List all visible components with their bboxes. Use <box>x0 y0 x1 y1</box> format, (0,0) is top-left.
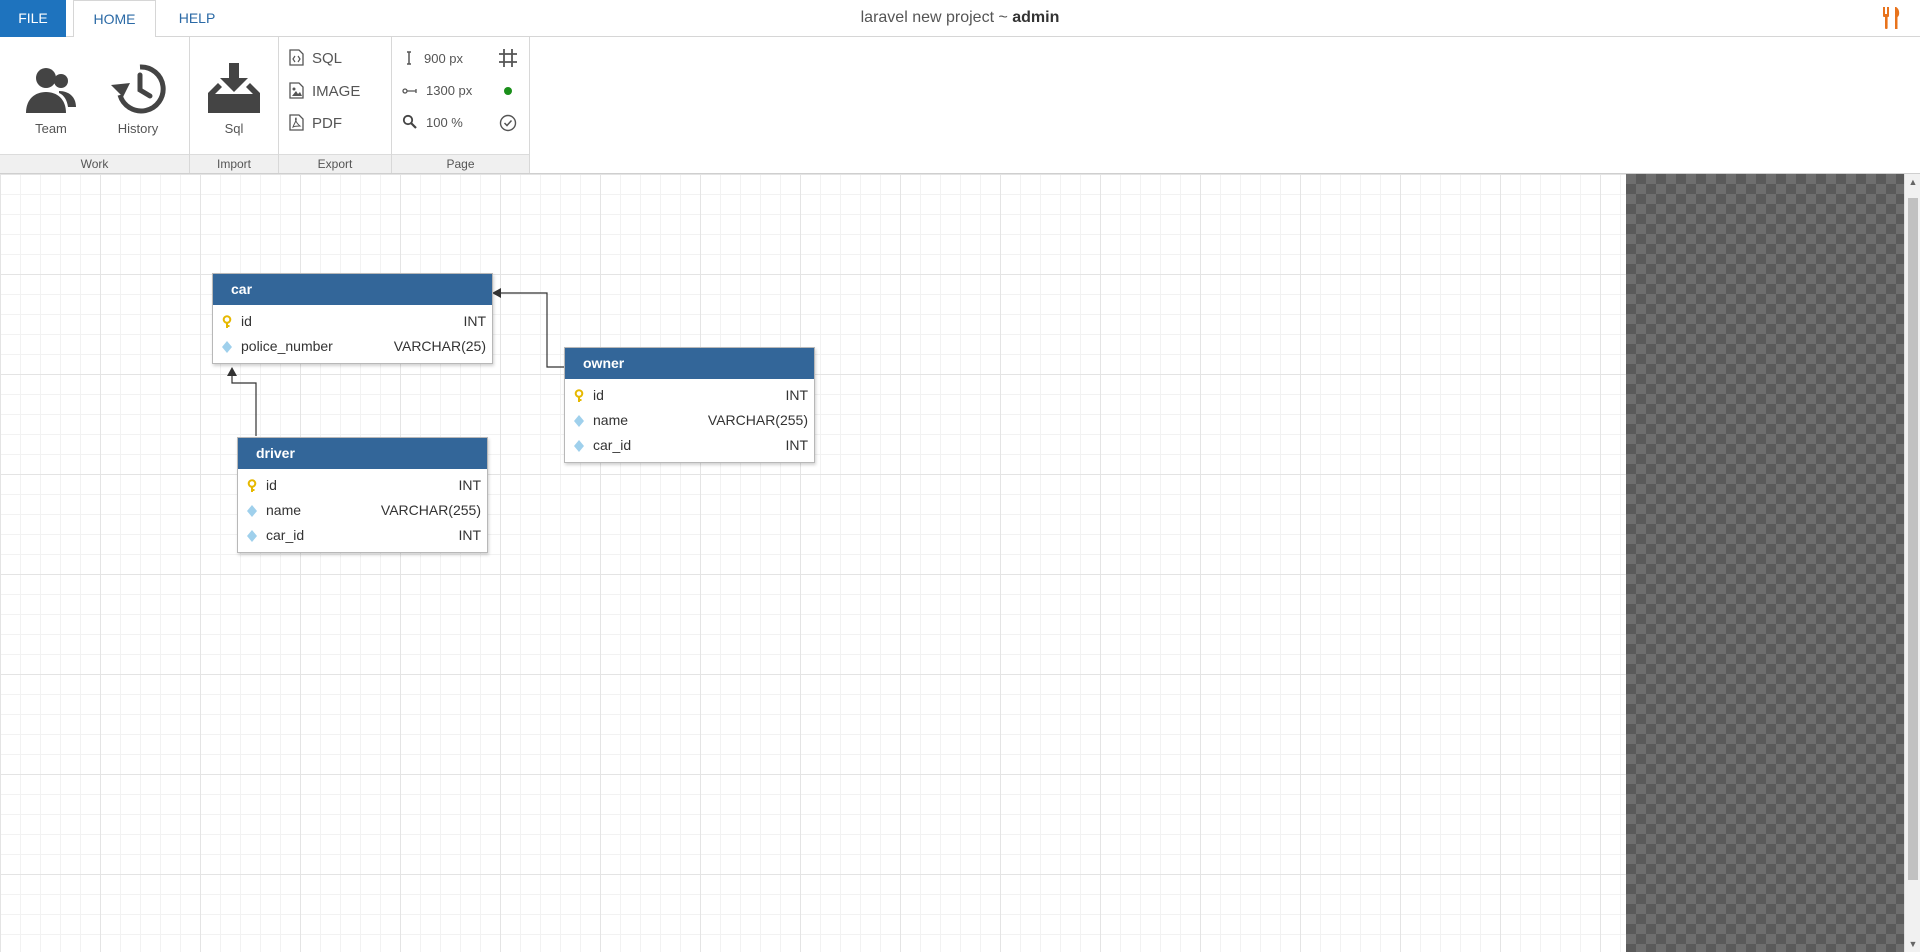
table-row[interactable]: police_number VARCHAR(25) <box>213 334 492 359</box>
vertical-scrollbar[interactable]: ▲ ▼ <box>1904 174 1920 952</box>
zoom-value: 100 % <box>426 115 463 130</box>
green-dot-icon[interactable] <box>497 80 519 102</box>
column-type: VARCHAR(25) <box>393 338 486 354</box>
team-button[interactable]: Team <box>11 61 91 136</box>
file-tab[interactable]: FILE <box>0 0 66 37</box>
title-separator: ~ <box>994 9 1013 26</box>
export-image-button[interactable]: IMAGE <box>289 80 360 104</box>
height-icon <box>407 51 411 65</box>
table-row[interactable]: name VARCHAR(255) <box>238 498 487 523</box>
check-circle-icon[interactable] <box>497 112 519 134</box>
window-title: laravel new project ~ admin <box>0 0 1920 37</box>
zoom-field[interactable]: 100 % <box>402 112 463 134</box>
link-owner-car <box>496 292 564 368</box>
ribbon-toolbar: Team History Work Sql Import <box>0 37 1920 174</box>
scrollbar-thumb[interactable] <box>1908 198 1918 880</box>
link-driver-car <box>231 372 257 436</box>
export-sql-button[interactable]: SQL <box>289 47 342 71</box>
table-row[interactable]: name VARCHAR(255) <box>565 408 814 433</box>
column-name: id <box>593 387 604 403</box>
file-code-icon <box>289 49 304 66</box>
table-row[interactable]: id INT <box>565 383 814 408</box>
title-bar: FILE HOME HELP laravel new project ~ adm… <box>0 0 1920 38</box>
diagram-canvas[interactable]: car id INT police_number VARCHAR(25) own… <box>0 174 1626 952</box>
tray-download-icon <box>208 63 260 113</box>
export-sql-label: SQL <box>312 50 343 67</box>
sql-import-label: Sql <box>224 121 244 136</box>
ribbon-group-export: SQL IMAGE PDF Export <box>279 37 392 173</box>
export-image-label: IMAGE <box>312 83 361 100</box>
team-icon <box>26 68 76 113</box>
key-icon <box>574 389 584 402</box>
group-label-work: Work <box>0 154 189 173</box>
page-width-value: 1300 px <box>426 83 473 98</box>
group-label-page: Page <box>392 154 529 173</box>
page-height-value: 900 px <box>424 51 464 66</box>
column-name: name <box>266 502 302 518</box>
group-label-import: Import <box>190 154 278 173</box>
table-row[interactable]: id INT <box>213 309 492 334</box>
key-icon <box>222 315 232 328</box>
file-image-icon <box>289 82 304 99</box>
column-type: INT <box>785 437 808 453</box>
diamond-icon <box>247 505 257 517</box>
page-height-field[interactable]: 900 px <box>402 48 463 70</box>
table-owner-header[interactable]: owner <box>565 348 814 379</box>
link-driver-car-arrow <box>227 367 237 376</box>
fork-knife-icon[interactable] <box>1878 5 1904 31</box>
scroll-down-arrow[interactable]: ▼ <box>1908 939 1918 949</box>
export-pdf-button[interactable]: PDF <box>289 112 342 136</box>
column-type: INT <box>463 313 486 329</box>
column-type: INT <box>458 527 481 543</box>
column-type: VARCHAR(255) <box>707 412 808 428</box>
off-page-area <box>1626 174 1904 952</box>
diamond-icon <box>222 341 232 353</box>
table-row[interactable]: id INT <box>238 473 487 498</box>
scroll-up-arrow[interactable]: ▲ <box>1908 177 1918 187</box>
column-name: id <box>266 477 277 493</box>
column-type: VARCHAR(255) <box>380 502 481 518</box>
column-type: INT <box>458 477 481 493</box>
tab-home[interactable]: HOME <box>73 0 156 38</box>
sql-import-button[interactable]: Sql <box>194 61 274 136</box>
table-driver[interactable]: driver id INT name VARCHAR(255) <box>237 437 488 553</box>
history-label: History <box>117 121 159 136</box>
table-row[interactable]: car_id INT <box>238 523 487 548</box>
table-owner[interactable]: owner id INT name VARCHAR(255) <box>564 347 815 463</box>
diamond-icon <box>247 530 257 542</box>
ribbon-group-work: Team History Work <box>0 37 190 173</box>
column-name: name <box>593 412 629 428</box>
grid-icon[interactable] <box>497 47 519 69</box>
diamond-icon <box>574 440 584 452</box>
table-row[interactable]: car_id INT <box>565 433 814 458</box>
magnifier-icon <box>402 114 417 129</box>
ribbon-group-import: Sql Import <box>190 37 279 173</box>
table-car[interactable]: car id INT police_number VARCHAR(25) <box>212 273 493 364</box>
column-type: INT <box>785 387 808 403</box>
column-name: car_id <box>593 437 632 453</box>
file-pdf-icon <box>289 114 304 131</box>
diamond-icon <box>574 415 584 427</box>
history-button[interactable]: History <box>98 61 178 136</box>
column-name: car_id <box>266 527 305 543</box>
column-name: id <box>241 313 252 329</box>
tab-help[interactable]: HELP <box>178 10 216 26</box>
ribbon-group-page: 900 px 1300 px 100 % Page <box>392 37 530 173</box>
width-icon <box>402 88 417 94</box>
history-icon <box>111 64 166 114</box>
export-pdf-label: PDF <box>312 115 342 132</box>
user-name: admin <box>1012 9 1060 26</box>
link-owner-car-arrow <box>492 288 501 298</box>
group-label-export: Export <box>279 154 391 173</box>
project-name: laravel new project <box>860 9 995 26</box>
team-label: Team <box>35 121 67 136</box>
page-width-field[interactable]: 1300 px <box>402 80 472 102</box>
table-driver-header[interactable]: driver <box>238 438 487 469</box>
key-icon <box>247 479 257 492</box>
table-car-header[interactable]: car <box>213 274 492 305</box>
column-name: police_number <box>241 338 333 354</box>
